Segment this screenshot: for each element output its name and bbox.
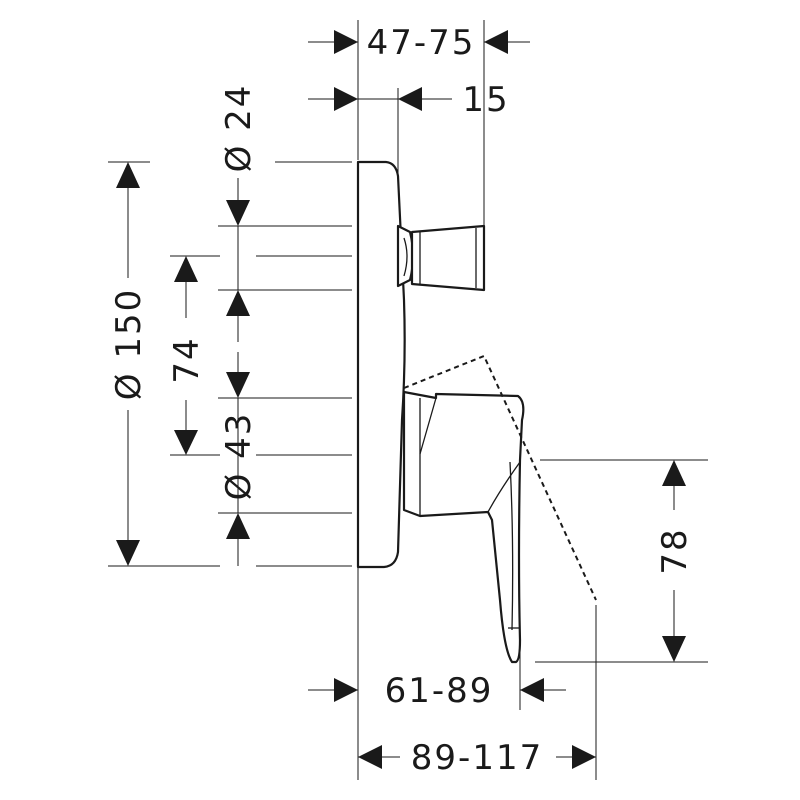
dimension-plate-diameter: Ø 150	[109, 162, 149, 566]
dim-label-center-spacing: 74	[167, 336, 207, 383]
dim-label-total-depth: 89-117	[411, 738, 543, 778]
arrow-marker	[520, 678, 544, 702]
arrow-marker	[174, 430, 198, 455]
extension-lines	[108, 20, 708, 780]
dim-label-top-width: 47-75	[367, 23, 476, 63]
dimension-handle-depth: 61-89	[308, 671, 566, 711]
arrow-marker	[334, 30, 358, 54]
arrow-marker	[334, 678, 358, 702]
dim-label-handle-depth: 61-89	[385, 671, 494, 711]
escutcheon-plate	[356, 160, 406, 569]
arrow-marker	[334, 87, 358, 111]
dimension-top-width: 47-75	[308, 23, 530, 63]
outlet-connector	[396, 224, 486, 292]
arrow-marker	[174, 256, 198, 282]
arrow-marker	[358, 745, 382, 769]
arrow-marker	[226, 290, 250, 316]
arrow-marker	[398, 87, 422, 111]
dimension-handle-height: 78	[655, 460, 695, 662]
dim-label-handle-height: 78	[655, 527, 695, 574]
dimension-center-spacing: 74	[167, 256, 207, 455]
dimension-outlet-diameter: Ø 24	[219, 84, 259, 342]
alternate-handle-position	[403, 354, 597, 601]
arrow-marker	[226, 372, 250, 398]
arrow-marker	[572, 745, 596, 769]
dim-label-outlet-diameter: Ø 24	[219, 84, 259, 173]
arrow-marker	[484, 30, 508, 54]
arrow-marker	[662, 460, 686, 486]
dimension-spindle-diameter: Ø 43	[219, 352, 259, 566]
arrow-marker	[662, 636, 686, 662]
arrow-marker	[226, 513, 250, 539]
dim-label-top-offset: 15	[462, 80, 509, 120]
dim-label-plate-diameter: Ø 150	[109, 288, 149, 400]
arrow-marker	[226, 200, 250, 226]
dimension-top-offset: 15	[308, 80, 509, 120]
arrow-marker	[116, 540, 140, 566]
mixer-handle	[402, 390, 525, 664]
dim-label-spindle-diameter: Ø 43	[219, 412, 259, 501]
arrow-marker	[116, 162, 140, 188]
dimension-total-depth: 89-117	[358, 738, 596, 778]
